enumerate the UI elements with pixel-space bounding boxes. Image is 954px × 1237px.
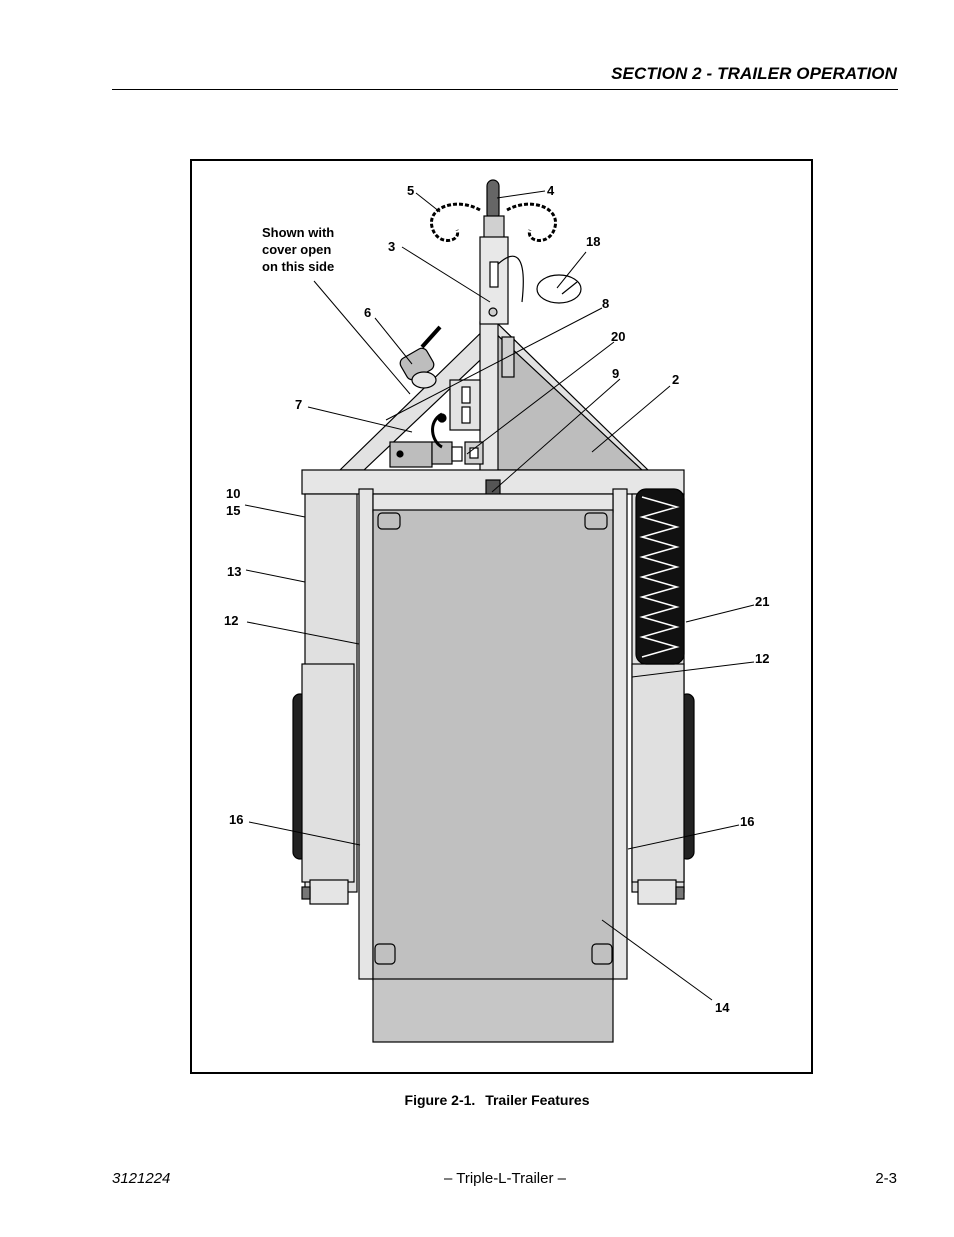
section-title: SECTION 2 - TRAILER OPERATION [611,64,897,83]
figure-title: Trailer Features [485,1092,590,1108]
callout-15: 15 [226,503,240,518]
callout-18: 18 [586,234,600,249]
a-frame [338,318,650,473]
safety-chains [430,202,557,242]
page-number: 2-3 [875,1170,897,1187]
callout-16-right: 16 [740,814,754,829]
callout-7: 7 [295,397,302,412]
callout-6: 6 [364,305,371,320]
hitch [479,179,509,325]
callout-2: 2 [672,372,679,387]
figure-caption: Figure 2-1. Trailer Features [0,1092,954,1108]
callout-13: 13 [227,564,241,579]
figure-frame: 5 4 3 18 6 8 20 9 2 7 10 15 13 12 21 12 … [190,159,813,1074]
callout-8: 8 [602,296,609,311]
callout-14: 14 [715,1000,730,1015]
electrical-components [389,379,484,468]
callout-16-left: 16 [229,812,243,827]
callout-3: 3 [388,239,395,254]
callout-12-left: 12 [224,613,238,628]
doc-number: 3121224 [112,1170,171,1187]
product-name: – Triple-L-Trailer – [444,1170,566,1187]
spare-tire [635,488,685,665]
cover-note-line-1: Shown with [262,225,335,240]
header-rule [112,89,898,90]
cover-note-line-2: cover open [262,242,332,257]
leader-lines [244,190,755,1001]
callout-4: 4 [547,183,555,198]
cover-note-line-3: on this side [262,259,335,274]
callout-20: 20 [611,329,625,344]
callouts: 5 4 3 18 6 8 20 9 2 7 10 15 13 12 21 12 … [224,183,769,1015]
callout-9: 9 [612,366,619,381]
callout-21: 21 [755,594,769,609]
jack-handle [399,325,442,389]
figure-number: Figure 2-1. [404,1092,476,1108]
wheels [292,663,695,905]
callout-5: 5 [407,183,414,198]
breakaway-cable [497,255,582,304]
trailer-body [301,469,685,1043]
callout-12-right: 12 [755,651,769,666]
callout-10: 10 [226,486,240,501]
